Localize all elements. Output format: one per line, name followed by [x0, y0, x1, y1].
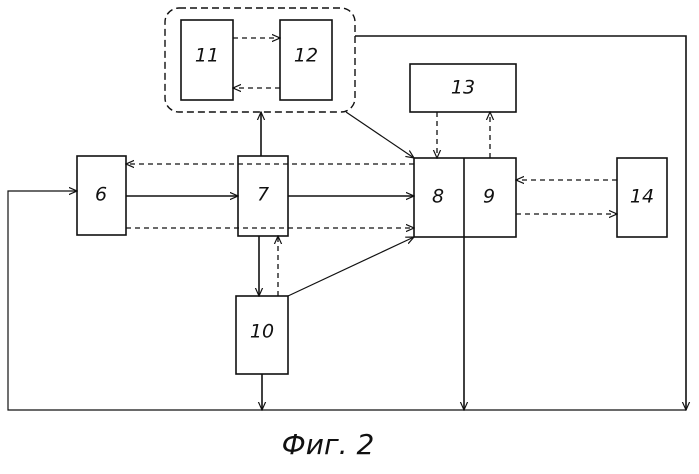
block-12: 12	[280, 20, 332, 100]
block-10: 10	[236, 296, 288, 374]
block-13-label: 13	[451, 77, 475, 99]
link-10-to-8	[288, 237, 414, 296]
block-9-label: 9	[483, 186, 495, 208]
block-14-label: 14	[630, 186, 654, 208]
block-8-9: 8 9	[414, 158, 516, 237]
block-10-label: 10	[250, 321, 274, 343]
block-6: 6	[77, 156, 126, 235]
link-group-to-8	[346, 112, 414, 158]
figure-caption: Фиг. 2	[282, 428, 375, 461]
block-12-label: 12	[294, 45, 318, 67]
block-11: 11	[181, 20, 233, 100]
block-7-label: 7	[257, 184, 269, 206]
block-11-label: 11	[195, 45, 219, 67]
block-13: 13	[410, 64, 516, 112]
block-8-label: 8	[432, 186, 444, 208]
block-14: 14	[617, 158, 667, 237]
block-6-label: 6	[95, 184, 107, 206]
block-7: 7	[238, 156, 288, 236]
